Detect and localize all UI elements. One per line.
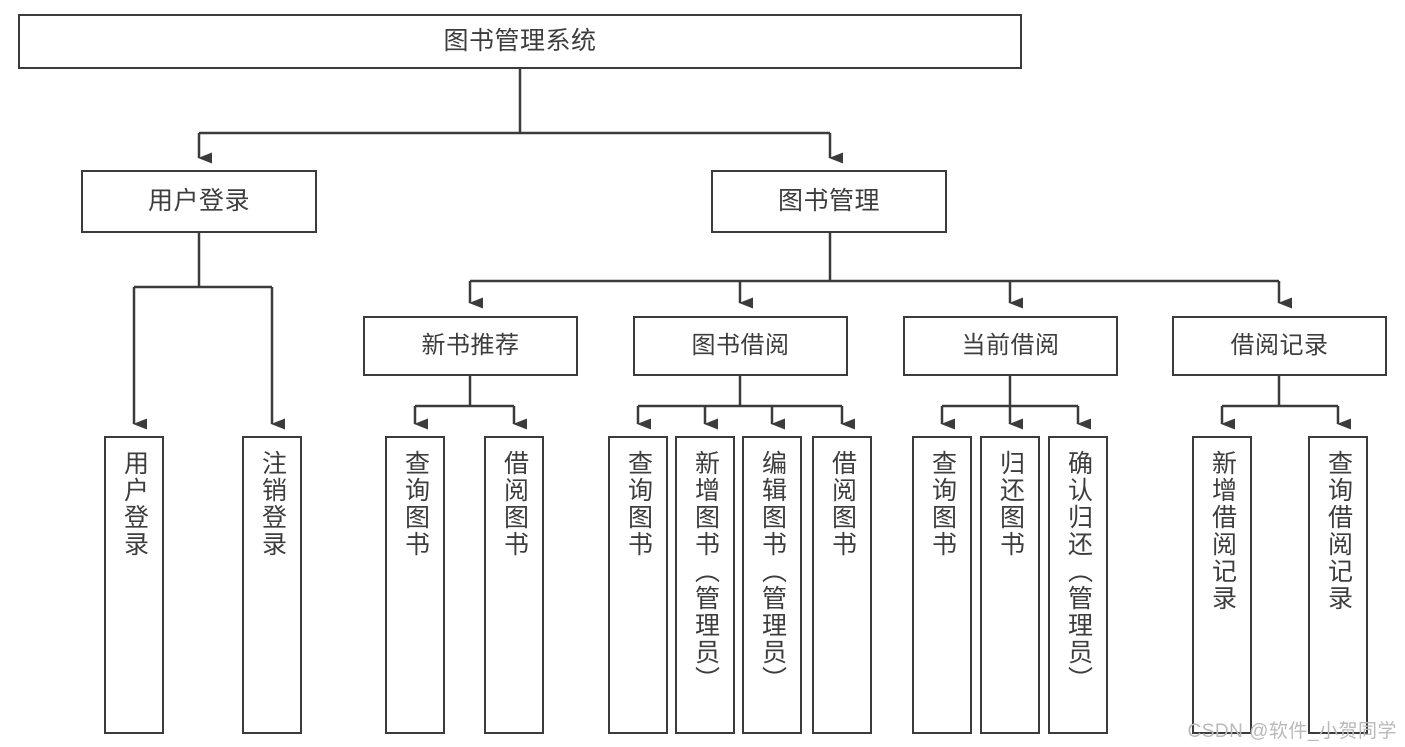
node-label: 查询图书 <box>624 450 653 558</box>
node-label: 编辑图书（管理员） <box>758 450 787 693</box>
leaf-recommend-query-book[interactable]: 查询图书 <box>385 436 445 734</box>
node-label: 借阅图书 <box>500 450 529 558</box>
node-label: 新增借阅记录 <box>1208 450 1237 612</box>
leaf-current-confirm-return-admin[interactable]: 确认归还（管理员） <box>1048 436 1108 734</box>
leaf-borrow-borrow-book[interactable]: 借阅图书 <box>812 436 872 734</box>
node-borrow-record[interactable]: 借阅记录 <box>1172 316 1387 376</box>
leaf-current-return-book[interactable]: 归还图书 <box>980 436 1040 734</box>
node-label: 借阅记录 <box>1230 331 1329 359</box>
node-label: 查询图书 <box>401 450 430 558</box>
leaf-user-logout[interactable]: 注销登录 <box>242 436 302 734</box>
leaf-current-query-book[interactable]: 查询图书 <box>912 436 972 734</box>
node-label: 注销登录 <box>258 450 287 558</box>
leaf-borrow-edit-book-admin[interactable]: 编辑图书（管理员） <box>742 436 802 734</box>
node-current-borrow[interactable]: 当前借阅 <box>903 316 1118 376</box>
leaf-borrow-query-book[interactable]: 查询图书 <box>608 436 668 734</box>
node-label: 查询借阅记录 <box>1324 450 1353 612</box>
leaf-user-login[interactable]: 用户登录 <box>104 436 164 734</box>
node-label: 新增图书（管理员） <box>691 450 720 693</box>
node-label: 借阅图书 <box>828 450 857 558</box>
node-user-login[interactable]: 用户登录 <box>81 170 317 233</box>
node-label: 新书推荐 <box>421 331 520 359</box>
node-new-book-recommend[interactable]: 新书推荐 <box>363 316 578 376</box>
leaf-borrow-add-book-admin[interactable]: 新增图书（管理员） <box>675 436 735 734</box>
leaf-recommend-borrow-book[interactable]: 借阅图书 <box>484 436 544 734</box>
node-label: 图书管理系统 <box>443 26 597 55</box>
node-label: 用户登录 <box>120 450 149 558</box>
node-book-management[interactable]: 图书管理 <box>711 170 947 233</box>
node-label: 图书借阅 <box>691 331 790 359</box>
watermark: CSDN @软件_小贺同学 <box>1187 721 1397 742</box>
node-label: 图书管理 <box>777 186 880 215</box>
leaf-record-add-record[interactable]: 新增借阅记录 <box>1192 436 1252 734</box>
node-label: 查询图书 <box>928 450 957 558</box>
node-root-system[interactable]: 图书管理系统 <box>18 14 1022 69</box>
node-book-borrow[interactable]: 图书借阅 <box>633 316 848 376</box>
node-label: 用户登录 <box>147 186 250 215</box>
node-label: 确认归还（管理员） <box>1064 450 1093 693</box>
node-label: 当前借阅 <box>961 331 1060 359</box>
leaf-record-query-record[interactable]: 查询借阅记录 <box>1308 436 1368 734</box>
node-label: 归还图书 <box>996 450 1025 558</box>
